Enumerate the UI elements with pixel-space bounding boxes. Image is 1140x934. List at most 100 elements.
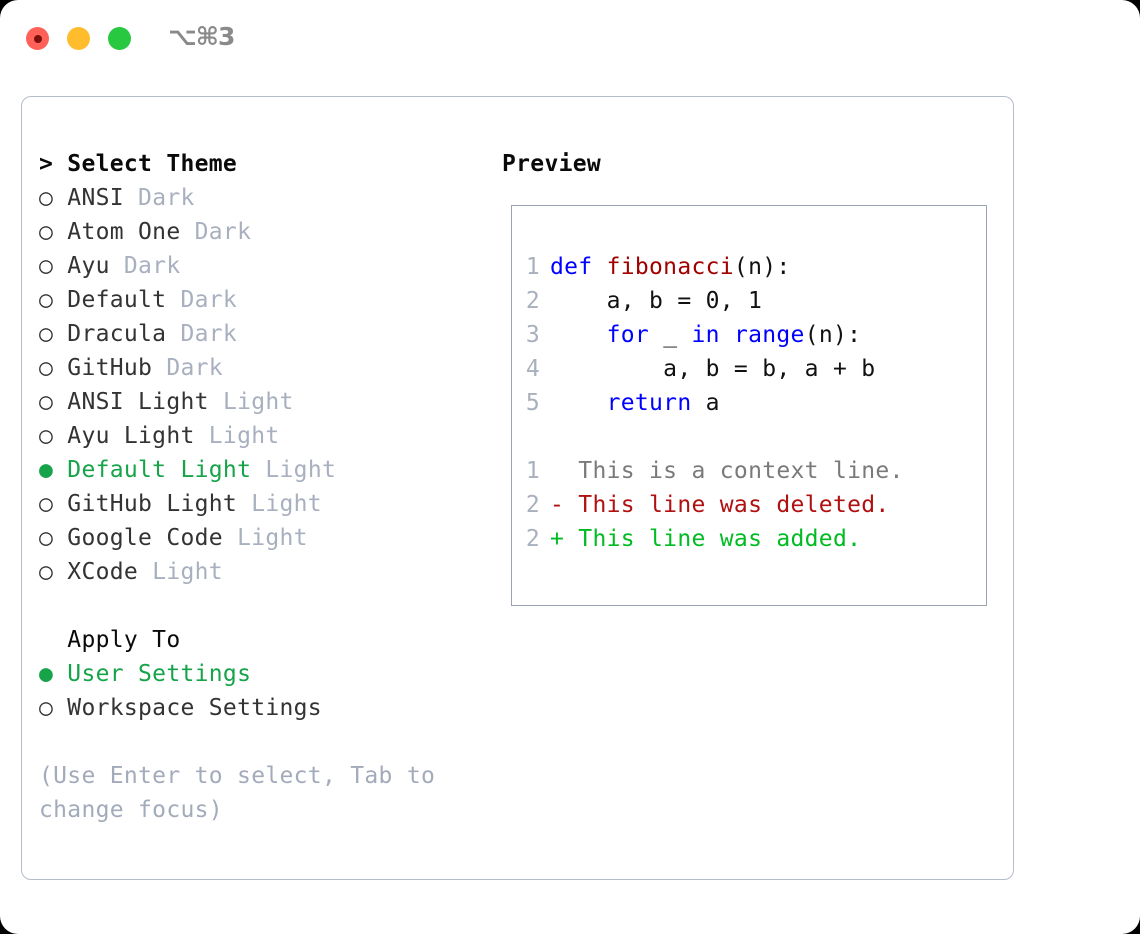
diff-marker: + — [550, 526, 579, 552]
code-token: in — [691, 322, 720, 348]
apply-to-item[interactable]: ● User Settings — [39, 657, 502, 691]
theme-variant-tag: Dark — [180, 287, 238, 313]
code-line: 1 def fibonacci(n): — [512, 250, 986, 284]
code-token: fibonacci — [606, 254, 734, 280]
theme-list-item[interactable]: ○ Google Code Light — [39, 521, 502, 555]
code-line: 5 return a — [512, 386, 986, 420]
theme-variant-tag: Light — [237, 525, 308, 551]
line-number: 2 — [525, 526, 540, 552]
titlebar: ⌥⌘3 — [0, 0, 1140, 78]
theme-name: Ayu Light — [53, 423, 209, 449]
apply-to-item[interactable]: ○ Workspace Settings — [39, 691, 502, 725]
maximize-window-button[interactable] — [108, 27, 131, 50]
diff-marker — [550, 458, 578, 484]
theme-name: GitHub Light — [53, 491, 252, 517]
line-number: 1 — [525, 254, 540, 280]
spacer-2 — [39, 725, 502, 759]
radio-unselected-icon: ○ — [39, 389, 54, 415]
theme-list-item[interactable]: ○ Dracula Dark — [39, 317, 502, 351]
apply-to-label: User Settings — [53, 661, 252, 687]
radio-unselected-icon: ○ — [39, 185, 54, 211]
code-line: 4 a, b = b, a + b — [512, 352, 986, 386]
theme-list-item[interactable]: ○ ANSI Dark — [39, 181, 502, 215]
radio-unselected-icon: ○ — [39, 219, 54, 245]
theme-list[interactable]: ○ ANSI Dark○ Atom One Dark○ Ayu Dark○ De… — [39, 181, 502, 589]
preview-title: Preview — [502, 151, 602, 177]
theme-variant-tag: Light — [152, 559, 223, 585]
diff-line: 2 + This line was added. — [512, 522, 986, 556]
traffic-lights — [26, 27, 131, 50]
code-line: 3 for _ in range(n): — [512, 318, 986, 352]
theme-name: GitHub — [53, 355, 167, 381]
theme-list-item[interactable]: ○ Ayu Light Light — [39, 419, 502, 453]
theme-variant-tag: Light — [208, 423, 280, 449]
line-number: 1 — [525, 458, 540, 484]
apply-to-label: Workspace Settings — [53, 695, 322, 721]
radio-unselected-icon: ○ — [39, 355, 54, 381]
theme-name: Atom One — [53, 219, 195, 245]
keyboard-shortcut-label: ⌥⌘3 — [168, 22, 235, 51]
apply-to-list[interactable]: ● User Settings○ Workspace Settings — [39, 657, 502, 725]
radio-unselected-icon: ○ — [39, 287, 54, 313]
theme-list-item[interactable]: ● Default Light Light — [39, 453, 502, 487]
theme-list-item[interactable]: ○ ANSI Light Light — [39, 385, 502, 419]
code-token: a — [691, 390, 720, 416]
content-panel: > Select Theme ○ ANSI Dark○ Atom One Dar… — [21, 96, 1014, 880]
theme-list-item[interactable]: ○ GitHub Light Light — [39, 487, 502, 521]
theme-variant-tag: Dark — [166, 355, 223, 381]
theme-name: Default — [53, 287, 181, 313]
radio-unselected-icon: ○ — [39, 423, 54, 449]
minimize-window-button[interactable] — [67, 27, 90, 50]
code-token — [550, 322, 607, 348]
theme-list-item[interactable]: ○ Ayu Dark — [39, 249, 502, 283]
theme-variant-tag: Dark — [123, 253, 181, 279]
theme-name: ANSI Light — [53, 389, 223, 415]
theme-variant-tag: Light — [265, 457, 337, 483]
diff-text: This is a context line. — [578, 458, 904, 484]
theme-variant-tag: Light — [222, 389, 294, 415]
spacer — [39, 589, 502, 623]
close-window-button[interactable] — [26, 27, 49, 50]
theme-variant-tag: Dark — [180, 321, 238, 347]
radio-selected-icon: ● — [39, 457, 54, 483]
theme-name: Default Light — [53, 457, 266, 483]
radio-unselected-icon: ○ — [39, 321, 54, 347]
theme-name: Google Code — [53, 525, 238, 551]
radio-unselected-icon: ○ — [39, 253, 54, 279]
theme-variant-tag: Light — [251, 491, 322, 517]
radio-unselected-icon: ○ — [39, 695, 54, 721]
theme-name: Ayu — [53, 253, 124, 279]
code-token: (n): — [733, 254, 791, 280]
keyboard-hint-text: (Use Enter to select, Tab to change focu… — [39, 763, 436, 823]
radio-unselected-icon: ○ — [39, 491, 54, 517]
diff-text: This line was added. — [578, 526, 862, 552]
diff-line: 1 This is a context line. — [512, 454, 986, 488]
line-number: 5 — [525, 390, 540, 416]
line-number: 4 — [525, 356, 540, 382]
diff-line: 2- This line was deleted. — [512, 488, 986, 522]
code-token: range — [733, 322, 805, 348]
code-token: def — [550, 254, 607, 280]
diff-marker: - — [550, 492, 579, 518]
theme-list-item[interactable]: ○ Default Dark — [39, 283, 502, 317]
theme-list-item[interactable]: ○ XCode Light — [39, 555, 502, 589]
code-token — [550, 390, 607, 416]
line-number: 2 — [525, 492, 540, 518]
radio-unselected-icon: ○ — [39, 525, 54, 551]
radio-selected-icon: ● — [39, 661, 54, 687]
code-token: (n): — [804, 322, 862, 348]
theme-name: ANSI — [53, 185, 139, 211]
theme-list-item[interactable]: ○ Atom One Dark — [39, 215, 502, 249]
apply-to-header: Apply To — [39, 627, 181, 653]
code-token — [720, 322, 734, 348]
theme-list-item[interactable]: ○ GitHub Dark — [39, 351, 502, 385]
radio-unselected-icon: ○ — [39, 559, 54, 585]
diff-text: This line was deleted. — [578, 492, 890, 518]
code-line: 2 a, b = 0, 1 — [512, 284, 986, 318]
diff-sample: 1 This is a context line.2- This line wa… — [512, 454, 986, 556]
theme-selector-column: > Select Theme ○ ANSI Dark○ Atom One Dar… — [22, 97, 502, 879]
